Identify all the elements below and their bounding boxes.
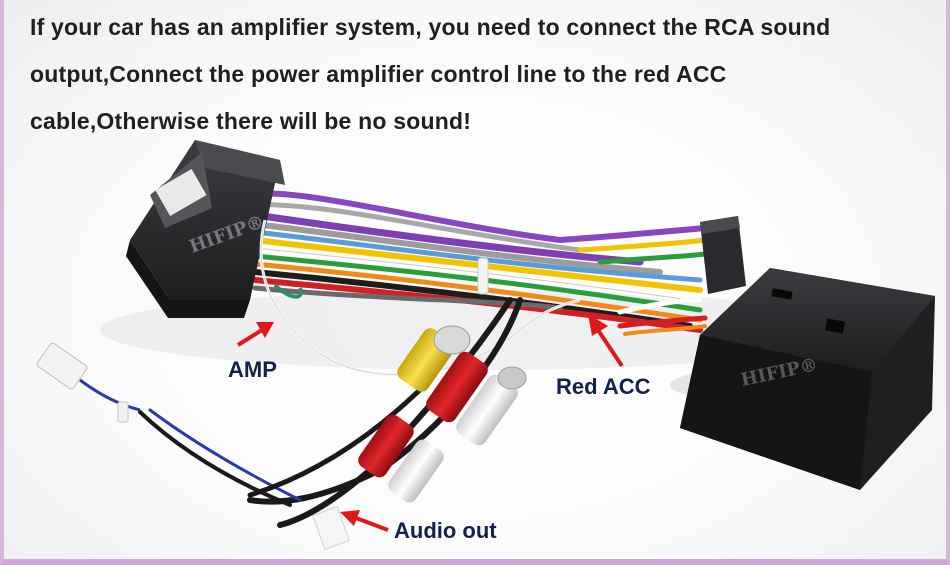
right-plug-wires — [557, 225, 709, 265]
audio-out-label: Audio out — [394, 518, 497, 543]
red-acc-label: Red ACC — [556, 374, 651, 399]
box-wires — [617, 297, 708, 336]
white-plug-left — [36, 342, 141, 423]
harness-shadow — [100, 290, 860, 370]
red-rca-plug — [358, 351, 488, 478]
left-connector-block — [126, 140, 285, 318]
cable-sticker — [311, 505, 351, 551]
wire-bundle — [237, 190, 703, 333]
yellow-rca-plug — [397, 325, 471, 392]
decoder-box — [680, 268, 935, 490]
amp-label: AMP — [228, 357, 277, 382]
green-wire-loop — [273, 283, 303, 299]
white-rca-plug — [388, 366, 527, 503]
arrow-red-acc-icon — [588, 314, 624, 368]
arrow-audio-out-icon — [340, 510, 389, 532]
instruction-caption: If your car has an amplifier system, you… — [30, 4, 930, 145]
cable-tie — [477, 257, 489, 295]
caption-line-1: If your car has an amplifier system, you… — [30, 14, 831, 40]
caption-line-3: cable,Otherwise there will be no sound! — [30, 108, 472, 134]
arrow-amp-icon — [236, 322, 274, 347]
right-plug-block — [700, 216, 746, 294]
caption-line-2: output,Connect the power amplifier contr… — [30, 61, 727, 87]
